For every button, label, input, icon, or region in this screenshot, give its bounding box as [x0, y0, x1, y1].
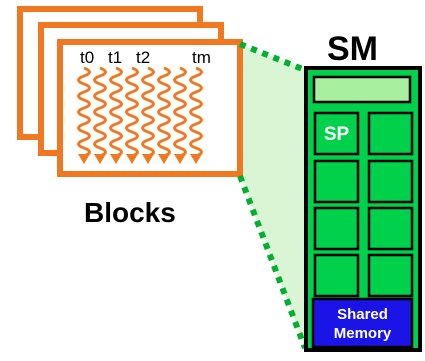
shared-memory-label-line2: Memory [334, 325, 392, 342]
sp-cell-r2-c2 [367, 159, 414, 204]
sp-cell-r1-c2 [367, 111, 414, 156]
sp-cell-r1-c1 [313, 111, 360, 156]
thread-label-t2: t2 [136, 48, 150, 67]
sp-cell-r4-c2 [367, 253, 414, 298]
sp-cell-r4-c1 [313, 253, 360, 298]
thread-arrowhead [94, 154, 106, 164]
thread-squiggle [93, 66, 107, 158]
thread-arrowhead [142, 154, 154, 164]
thread-arrowhead [158, 154, 170, 164]
thread-label-t0: t0 [80, 48, 94, 67]
sp-label: SP [324, 124, 350, 145]
thread-squiggle [189, 66, 203, 158]
shared-memory [311, 297, 414, 349]
sm-title: SM [327, 30, 378, 68]
thread-squiggle [109, 66, 123, 158]
mapping-wedge [240, 45, 304, 345]
sp-cell-r2-c1 [313, 159, 360, 204]
thread-label-t1: t1 [108, 48, 122, 67]
thread-label-tm: tm [192, 48, 211, 67]
thread-arrowhead [126, 154, 138, 164]
thread-squiggle [141, 66, 155, 158]
thread-squiggle [157, 66, 171, 158]
shared-memory-label-line1: Shared [337, 306, 388, 323]
sp-cell-r3-c2 [367, 206, 414, 251]
blocks-label: Blocks [84, 197, 176, 228]
instruction-unit [312, 75, 412, 104]
thread-arrows [77, 66, 203, 164]
sp-cell-r3-c1 [313, 206, 360, 251]
thread-arrowhead [78, 154, 90, 164]
thread-arrowhead [174, 154, 186, 164]
thread-squiggle [77, 66, 91, 158]
thread-arrowhead [110, 154, 122, 164]
thread-squiggle [125, 66, 139, 158]
thread-arrowhead [190, 154, 202, 164]
thread-squiggle [173, 66, 187, 158]
